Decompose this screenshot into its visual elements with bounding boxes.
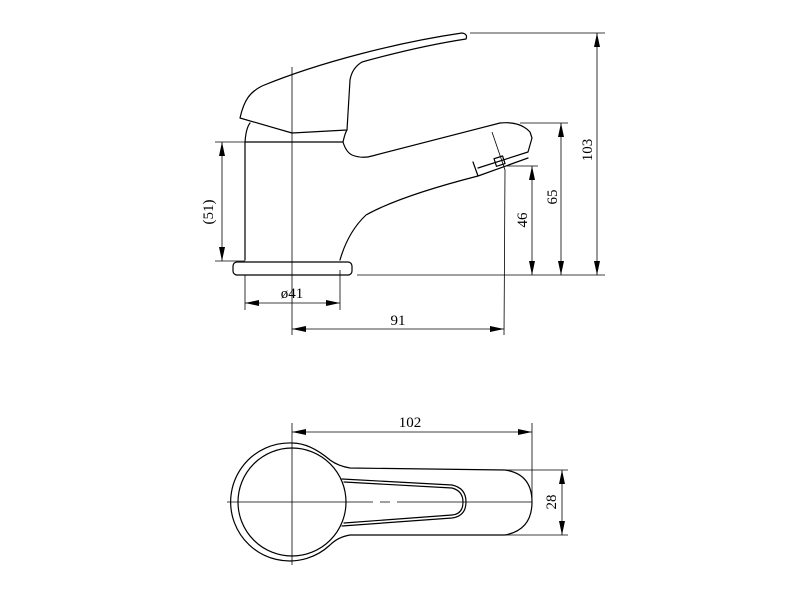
dim-46: 46 [515, 166, 535, 275]
dim-65: 65 [545, 123, 564, 275]
dim-label-51: (51) [201, 200, 217, 225]
dim-102: 102 [292, 415, 532, 435]
dim-label-65: 65 [545, 190, 561, 205]
side-view: 103 65 46 (51) ø41 91 [201, 32, 605, 336]
aerator [493, 155, 506, 167]
dim-91: 91 [292, 313, 504, 332]
dim-label-103: 103 [580, 139, 596, 162]
outlet-axis-line [491, 131, 506, 336]
dim-label-91: 91 [391, 313, 406, 329]
dim-label-46: 46 [515, 212, 531, 228]
dim-28: 28 [544, 470, 565, 535]
lever-handle [239, 32, 468, 134]
faucet-base [232, 261, 353, 276]
dim-diameter-41: ø41 [245, 286, 340, 306]
dim-label-28: 28 [544, 495, 560, 510]
handle-outline [230, 442, 533, 562]
dim-label-41: ø41 [281, 286, 304, 302]
dim-51: (51) [201, 142, 225, 261]
dim-label-102: 102 [399, 415, 422, 431]
faucet-body [244, 122, 533, 261]
top-view: 102 28 [227, 415, 568, 565]
dim-103: 103 [580, 33, 600, 275]
